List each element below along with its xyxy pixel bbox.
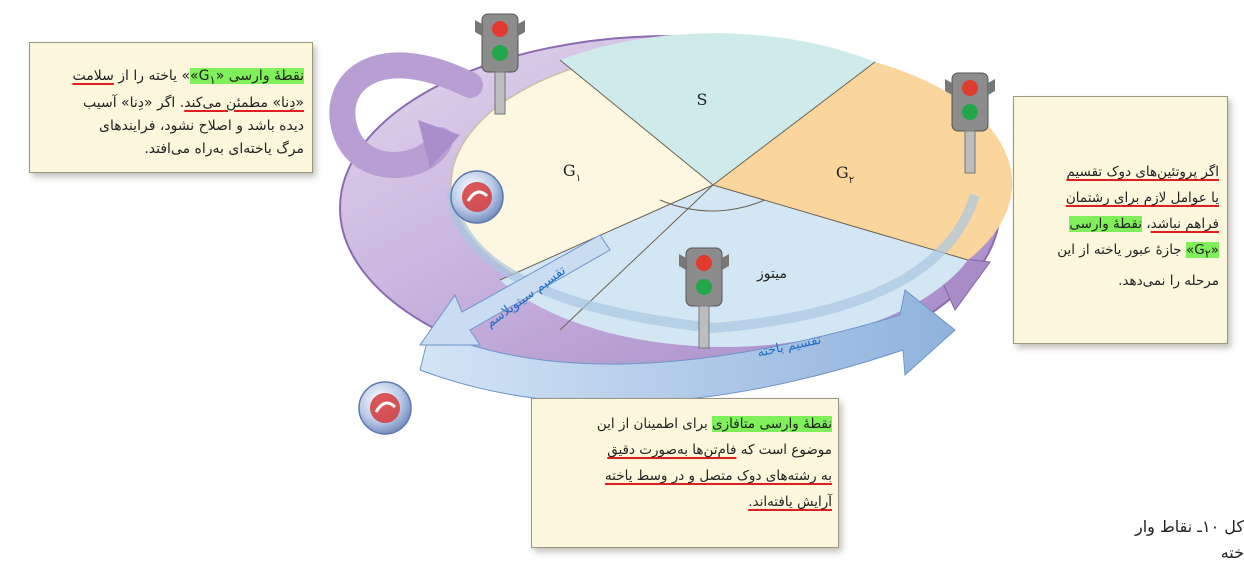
traffic-light-icon	[475, 13, 525, 115]
note-text: نقطهٔ وارسی	[1069, 216, 1142, 232]
note-line: اگر پروتئین‌های دوک تقسیم	[1020, 159, 1219, 185]
note-text: فام‌تن‌ها به‌صورت دقیق	[607, 442, 737, 458]
phase-label-s: S	[697, 90, 708, 109]
note-text: موضوع است که	[736, 442, 832, 458]
note-text: ۲	[1204, 247, 1211, 261]
note-text: » یاخته را از	[113, 68, 191, 84]
note-line: نقطهٔ وارسی متافازی برای اطمینان از این	[538, 411, 832, 437]
g1-checkpoint-note: نقطهٔ وارسی «G۱»» یاخته را از سلامت «دِن…	[29, 42, 313, 173]
stop-sign-icon	[450, 170, 504, 224]
metaphase-checkpoint-note: نقطهٔ وارسی متافازی برای اطمینان از این …	[531, 398, 839, 548]
note-text: . اگر «دِنا» آسیب	[83, 94, 185, 111]
phase-label-g1: G۱	[563, 161, 581, 184]
note-text: برای اطمینان از این	[596, 416, 713, 432]
note-text: «دِنا» مطمئن می‌کند	[184, 94, 304, 111]
note-line: موضوع است که فام‌تن‌ها به‌صورت دقیق	[538, 437, 832, 463]
note-text: یا عوامل لازم برای رشتمان	[1065, 190, 1219, 206]
note-text: نقطهٔ وارسی متافازی	[712, 416, 832, 432]
note-text: نقطهٔ وارسی «G	[198, 68, 304, 84]
note-line: فراهم نباشد، نقطهٔ وارسی	[1020, 211, 1219, 237]
phase-label-mitosis: میتوز	[756, 266, 787, 282]
caption-line: کل ۱۰ـ نقاط وارسی در چرخهٔ	[1134, 517, 1244, 536]
note-text: »	[1185, 242, 1195, 258]
g2-checkpoint-note: اگر پروتئین‌های دوک تقسیم یا عوامل لازم …	[1013, 96, 1228, 344]
note-line: یا عوامل لازم برای رشتمان	[1020, 185, 1219, 211]
note-line: نقطهٔ وارسی «G۱»» یاخته را از سلامت	[72, 68, 304, 87]
note-text: فراهم نباشد	[1150, 216, 1219, 232]
traffic-light-icon	[679, 247, 729, 349]
note-line: مرحله را نمی‌دهد.	[1118, 272, 1219, 289]
note-text: جازهٔ عبور یاخته از این	[1057, 242, 1186, 258]
stop-sign-icon	[358, 381, 412, 435]
note-line: آرایش یافته‌اند.	[538, 489, 832, 515]
note-line: به رشته‌های دوک متصل و در وسط یاخته	[538, 463, 832, 489]
note-text: آرایش یافته‌اند.	[748, 494, 832, 510]
caption-line: خته	[1220, 543, 1244, 562]
note-text: «G	[1194, 242, 1219, 258]
traffic-light-icon	[945, 72, 995, 174]
note-line: مرگ یاخته‌ای به‌راه می‌افتد.	[144, 140, 304, 157]
note-text: ،	[1141, 216, 1151, 232]
note-text: به رشته‌های دوک متصل و در وسط یاخته	[604, 468, 832, 484]
figure-caption: کل ۱۰ـ نقاط وارسی در چرخهٔ خته	[1134, 514, 1244, 566]
note-line: دیده باشد و اصلاح نشود، فرایندهای	[99, 117, 304, 134]
note-text: ۱	[209, 72, 216, 87]
phase-label-g2: G۲	[836, 163, 854, 186]
note-text: اگر پروتئین‌های دوک تقسیم	[1066, 164, 1219, 180]
note-text: سلامت	[72, 68, 114, 84]
note-line: «G۲ » جازهٔ عبور یاخته از این	[1020, 237, 1219, 268]
note-line: «دِنا» مطمئن می‌کند. اگر «دِنا» آسیب	[38, 92, 304, 115]
